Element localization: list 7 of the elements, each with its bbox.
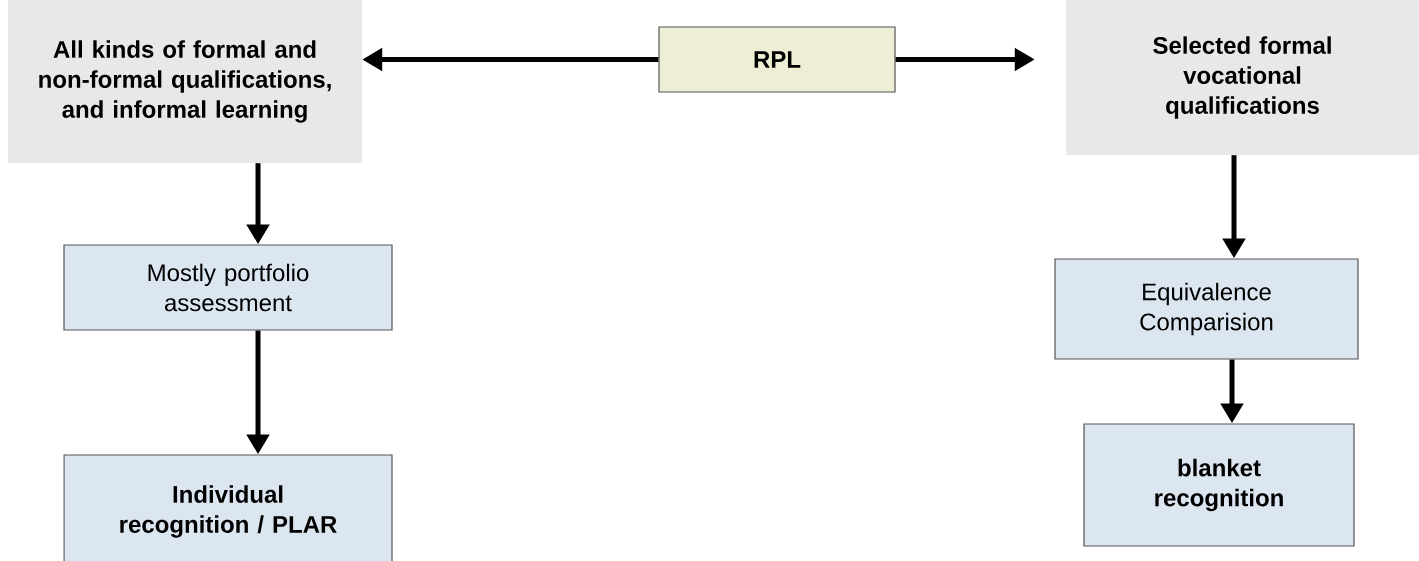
process-box: Equivalence Comparision — [1054, 258, 1359, 360]
category-box: Selected formal vocational qualifications — [1066, 0, 1419, 155]
result-box: Individual recognition / PLAR — [63, 454, 393, 561]
title-box: RPL — [658, 26, 896, 93]
category-box: All kinds of formal and non-formal qualifications, and informal learning — [8, 0, 362, 163]
process-box: Mostly portfolio assessment — [63, 244, 393, 331]
result-box: blanket recognition — [1083, 423, 1355, 547]
